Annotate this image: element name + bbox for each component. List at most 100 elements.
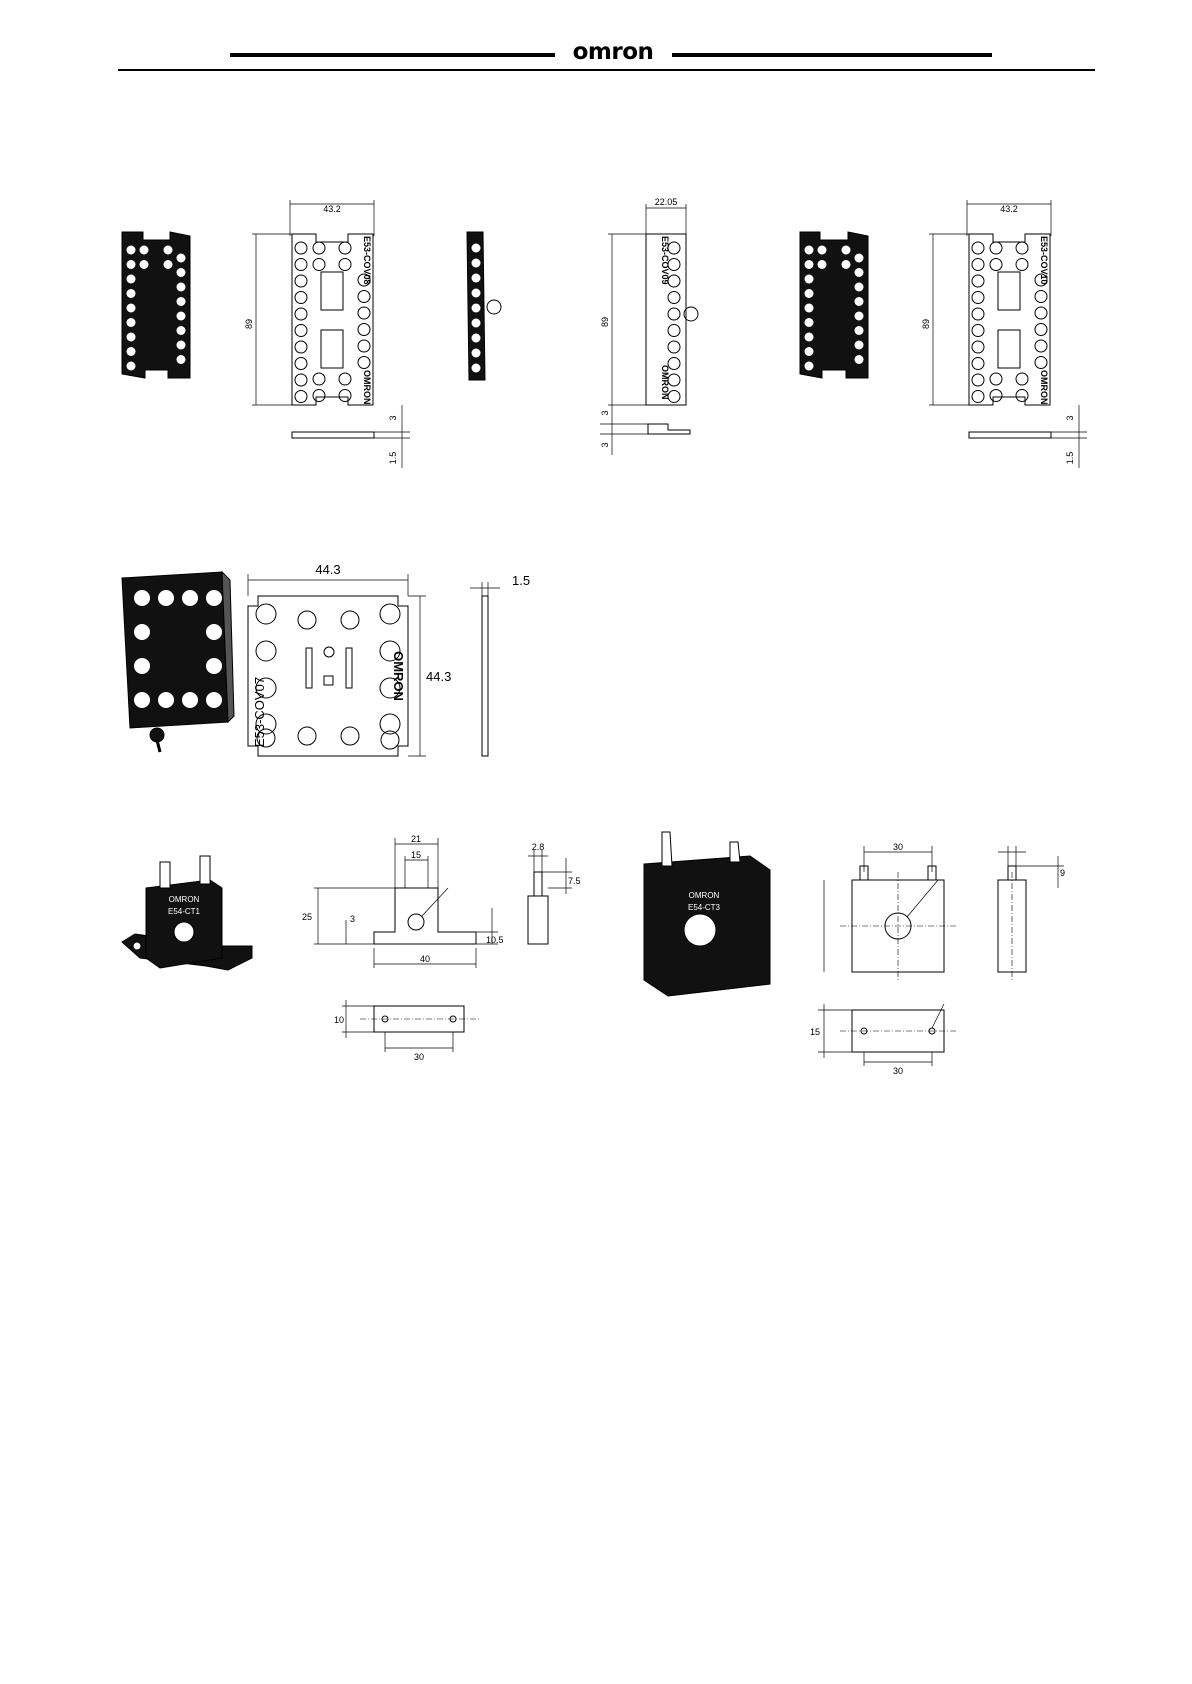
terminal-hole [972,259,984,271]
terminal-hole [295,275,307,287]
terminal-hole [341,611,359,629]
ct1-dim-10-5: 10.5 [486,935,504,945]
terminal-hole [1035,291,1047,303]
terminal-hole [805,318,814,327]
terminal-hole [472,289,481,298]
cov09-height-label: 89 [600,317,610,327]
terminal-hole [134,590,150,606]
terminal-hole [127,275,136,284]
terminal-hole [127,289,136,298]
terminal-hole [972,325,984,337]
ct1-photo: OMRON E54-CT1 [122,856,252,970]
terminal-hole [358,324,370,336]
ct1-side-drawing: 2.8 7.5 [528,842,581,944]
terminal-hole [358,357,370,369]
cov08-model-label: E53-COV08 [362,236,372,285]
terminal-hole [990,259,1002,271]
ct3-front-drawing: 30 [824,842,956,982]
terminal-hole [1035,307,1047,319]
terminal-hole [295,242,307,254]
terminal-hole [177,326,186,335]
terminal-hole [855,268,864,277]
terminal-hole [1035,340,1047,352]
terminal-hole [805,304,814,313]
terminal-hole [206,692,222,708]
terminal-hole [668,325,680,337]
terminal-hole [972,374,984,386]
cov08-thickness-a: 3 [388,415,398,420]
cov08-front-drawing: 43.2 89 E53-COV08 OMRON [244,200,374,405]
terminal-hole [472,274,481,283]
cov10-side-drawing: 3 1.5 [969,405,1087,468]
terminal-hole [472,259,481,268]
terminal-hole [140,246,149,255]
terminal-hole [855,297,864,306]
terminal-hole [972,308,984,320]
terminal-hole [134,692,150,708]
ct1-brand-label: OMRON [169,895,200,904]
terminal-hole [313,390,325,402]
cov07-front-drawing: 44.3 44.3 E53-COV07 OMRON [248,562,451,756]
terminal-hole [313,259,325,271]
cov10-front-drawing: 43.2 89 E53-COV10 OMRON [921,200,1051,405]
terminal-hole [472,334,481,343]
terminal-hole [256,641,276,661]
terminal-hole [842,246,851,255]
ct3-dim-9: 9 [1060,868,1065,878]
terminal-hole [668,341,680,353]
cov08-height-label: 89 [244,319,254,329]
cov09-model-label: E53-COV09 [660,236,670,285]
terminal-hole [182,692,198,708]
cov07-brand-label: OMRON [391,651,406,701]
terminal-hole [164,260,173,269]
cov07-width-label: 44.3 [315,562,340,577]
cov09-side-drawing: 3 3 [600,405,690,455]
terminal-hole [140,260,149,269]
terminal-hole [1016,242,1028,254]
terminal-hole [472,349,481,358]
ct1-dim-7-5: 7.5 [568,876,581,886]
terminal-hole [1016,373,1028,385]
terminal-hole [177,254,186,263]
terminal-hole [855,341,864,350]
terminal-hole [842,260,851,269]
terminal-hole [206,658,222,674]
terminal-hole [972,292,984,304]
cov07-height-label: 44.3 [426,669,451,684]
terminal-hole [472,364,481,373]
terminal-hole [990,390,1002,402]
terminal-hole [177,312,186,321]
ct1-dim-21: 21 [411,834,421,844]
terminal-hole [298,727,316,745]
terminal-hole [341,727,359,745]
ct3-photo: OMRON E54-CT3 [644,832,770,996]
terminal-hole [177,283,186,292]
terminal-hole [295,391,307,403]
terminal-hole [472,319,481,328]
terminal-hole [182,590,198,606]
terminal-hole [668,308,680,320]
terminal-hole [972,391,984,403]
cov10-height-label: 89 [921,319,931,329]
terminal-hole [177,355,186,364]
terminal-hole [158,692,174,708]
terminal-hole [805,260,814,269]
cov09-width-label: 22.05 [655,197,678,207]
cov07-model-label: E53-COV07 [252,677,267,747]
terminal-hole [339,242,351,254]
cov10-model-label: E53-COV10 [1039,236,1049,285]
cov09-thickness-a: 3 [600,410,610,415]
terminal-hole [158,590,174,606]
terminal-hole [295,358,307,370]
terminal-hole [818,260,827,269]
terminal-hole [855,355,864,364]
terminal-hole [295,292,307,304]
terminal-hole [127,318,136,327]
ct1-dim-25: 25 [302,912,312,922]
terminal-hole [295,308,307,320]
terminal-hole [206,590,222,606]
terminal-hole [818,246,827,255]
terminal-hole [295,325,307,337]
terminal-hole [1035,357,1047,369]
